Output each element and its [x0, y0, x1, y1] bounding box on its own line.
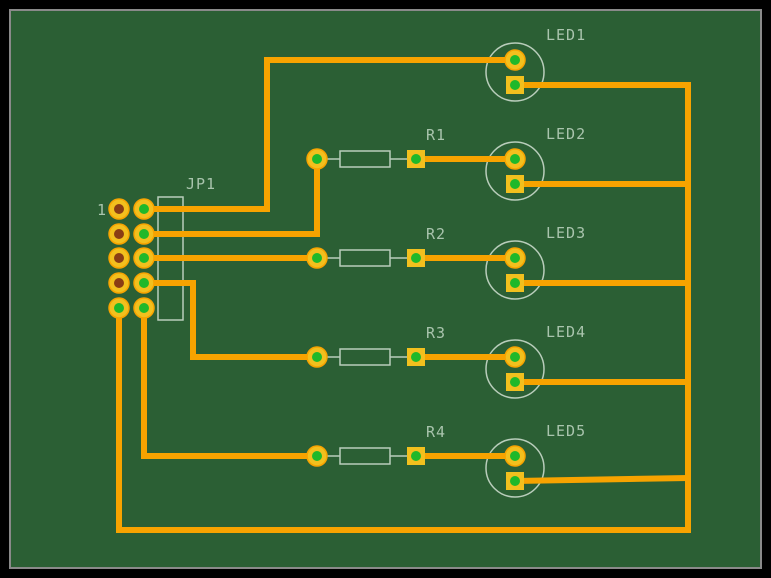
led2-outline — [485, 141, 545, 201]
led5-anode-pad-drill — [510, 451, 520, 461]
led2-anode-pad-drill — [510, 154, 520, 164]
led4-anode-pad-drill — [510, 352, 520, 362]
r1-pad-1-drill — [312, 154, 322, 164]
jp1-pad-b3-drill — [139, 253, 149, 263]
trace-10 — [514, 475, 689, 484]
trace-6 — [116, 82, 691, 533]
jp1-pad-a1-drill — [114, 204, 124, 214]
r1-label: R1 — [426, 126, 446, 144]
r4-pad-1-drill — [312, 451, 322, 461]
led3-outline — [485, 240, 545, 300]
led1-label: LED1 — [546, 26, 586, 44]
r2-pad-1-drill — [312, 253, 322, 263]
r2-body — [339, 249, 391, 267]
trace-2 — [144, 159, 320, 237]
led3-anode-pad-drill — [510, 253, 520, 263]
jp1-pad-a5-drill — [114, 303, 124, 313]
jp1-label: JP1 — [186, 175, 216, 193]
trace-4 — [144, 280, 317, 360]
led5-label: LED5 — [546, 422, 586, 440]
jp1-pad-b1-drill — [139, 204, 149, 214]
led4-cathode-pad-drill — [510, 377, 520, 387]
led1-anode-pad-drill — [510, 55, 520, 65]
pin1-marker: 1 — [97, 201, 107, 219]
r2-pad-2-drill — [411, 253, 421, 263]
led5-outline — [485, 438, 545, 498]
trace-5 — [141, 308, 317, 459]
r3-label: R3 — [426, 324, 446, 342]
jp1-pad-a2-drill — [114, 229, 124, 239]
led3-cathode-pad-drill — [510, 278, 520, 288]
r3-pad-2-drill — [411, 352, 421, 362]
jp1-pad-a3-drill — [114, 253, 124, 263]
jp1-pad-a4-drill — [114, 278, 124, 288]
jp1-pad-b2-drill — [139, 229, 149, 239]
led4-label: LED4 — [546, 323, 586, 341]
led3-label: LED3 — [546, 224, 586, 242]
r1-body — [339, 150, 391, 168]
led1-cathode-pad-drill — [510, 80, 520, 90]
r4-label: R4 — [426, 423, 446, 441]
led1-outline — [485, 42, 545, 102]
r3-pad-1-drill — [312, 352, 322, 362]
r3-body — [339, 348, 391, 366]
r4-pad-2-drill — [411, 451, 421, 461]
led5-cathode-pad-drill — [510, 476, 520, 486]
r4-body — [339, 447, 391, 465]
r1-pad-2-drill — [411, 154, 421, 164]
led2-cathode-pad-drill — [510, 179, 520, 189]
r2-label: R2 — [426, 225, 446, 243]
jp1-pad-b5-drill — [139, 303, 149, 313]
jp1-pad-b4-drill — [139, 278, 149, 288]
trace-1 — [144, 57, 515, 212]
led4-outline — [485, 339, 545, 399]
led2-label: LED2 — [546, 125, 586, 143]
